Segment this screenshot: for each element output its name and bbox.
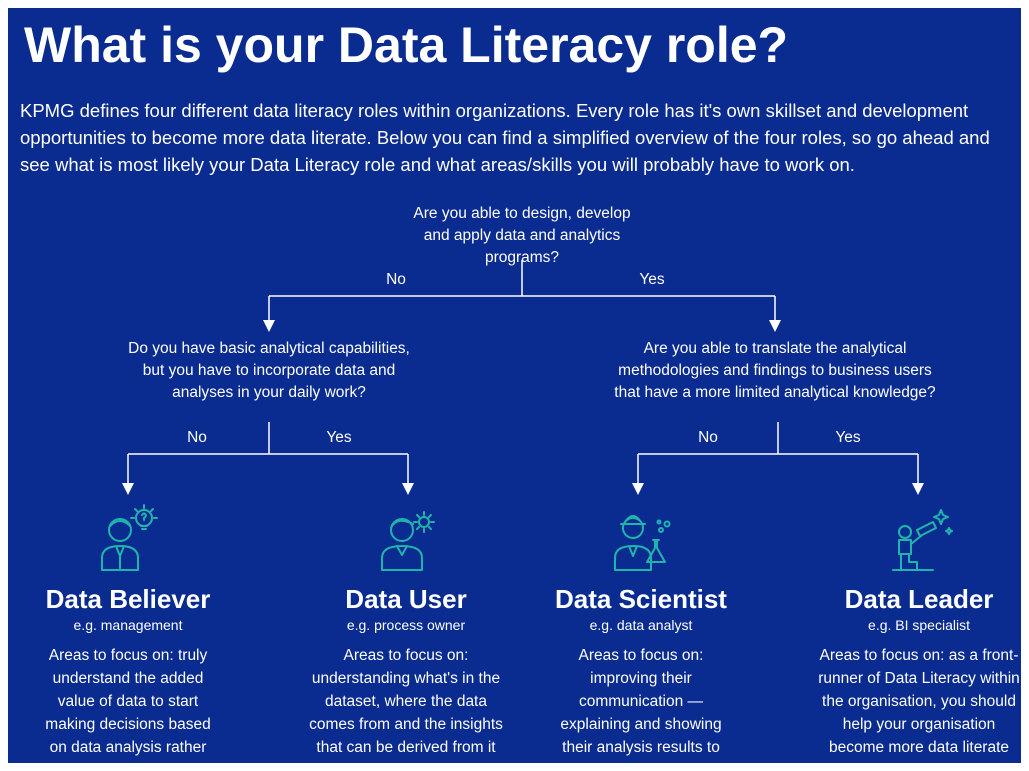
role-example: e.g. process owner	[346, 617, 466, 633]
role-name: Data Scientist	[555, 584, 727, 614]
answer-yes-label: Yes	[639, 271, 665, 288]
role-focus: Areas to focus on: improving their commu…	[549, 647, 734, 763]
role-name: Data Believer	[45, 584, 211, 614]
answer-no-label: No	[187, 429, 207, 446]
role-example: e.g. management	[73, 617, 183, 633]
question-basic-analytical: Do you have basic analytical capabilitie…	[128, 340, 410, 401]
role-name: Data User	[345, 584, 467, 614]
question-translate-findings: Are you able to translate the analytical…	[614, 340, 936, 401]
role-focus: Areas to focus on: understanding what's …	[309, 647, 503, 756]
role-data-scientist: Data Scientist e.g. data analyst Areas t…	[521, 500, 761, 763]
role-focus: Areas to focus on: as a front-runner of …	[818, 647, 1020, 756]
answer-yes-label: Yes	[326, 429, 352, 446]
leader-telescope-icon	[892, 509, 953, 571]
decision-tree-connectors	[122, 260, 924, 495]
role-name: Data Leader	[844, 584, 994, 614]
intro-paragraph: KPMG defines four different data literac…	[20, 100, 990, 175]
infographic: What is your Data Literacy role? KPMG de…	[8, 8, 1021, 763]
role-data-user: Data User e.g. process owner Areas to fo…	[286, 500, 526, 759]
role-data-leader: Data Leader e.g. BI specialist Areas to …	[799, 500, 1021, 759]
page-title: What is your Data Literacy role?	[24, 17, 789, 73]
role-example: e.g. data analyst	[589, 617, 693, 633]
answer-yes-label: Yes	[835, 429, 861, 446]
answer-no-label: No	[386, 271, 406, 288]
question-design-develop: Are you able to design, develop and appl…	[413, 205, 631, 266]
role-focus: Areas to focus on: truly understand the …	[45, 647, 211, 763]
role-data-believer: Data Believer e.g. management Areas to f…	[8, 500, 248, 763]
scientist-flask-icon	[614, 515, 671, 571]
role-example: e.g. BI specialist	[868, 617, 970, 633]
answer-no-label: No	[698, 429, 718, 446]
person-gear-icon	[381, 511, 435, 571]
person-lightbulb-icon	[101, 504, 158, 571]
